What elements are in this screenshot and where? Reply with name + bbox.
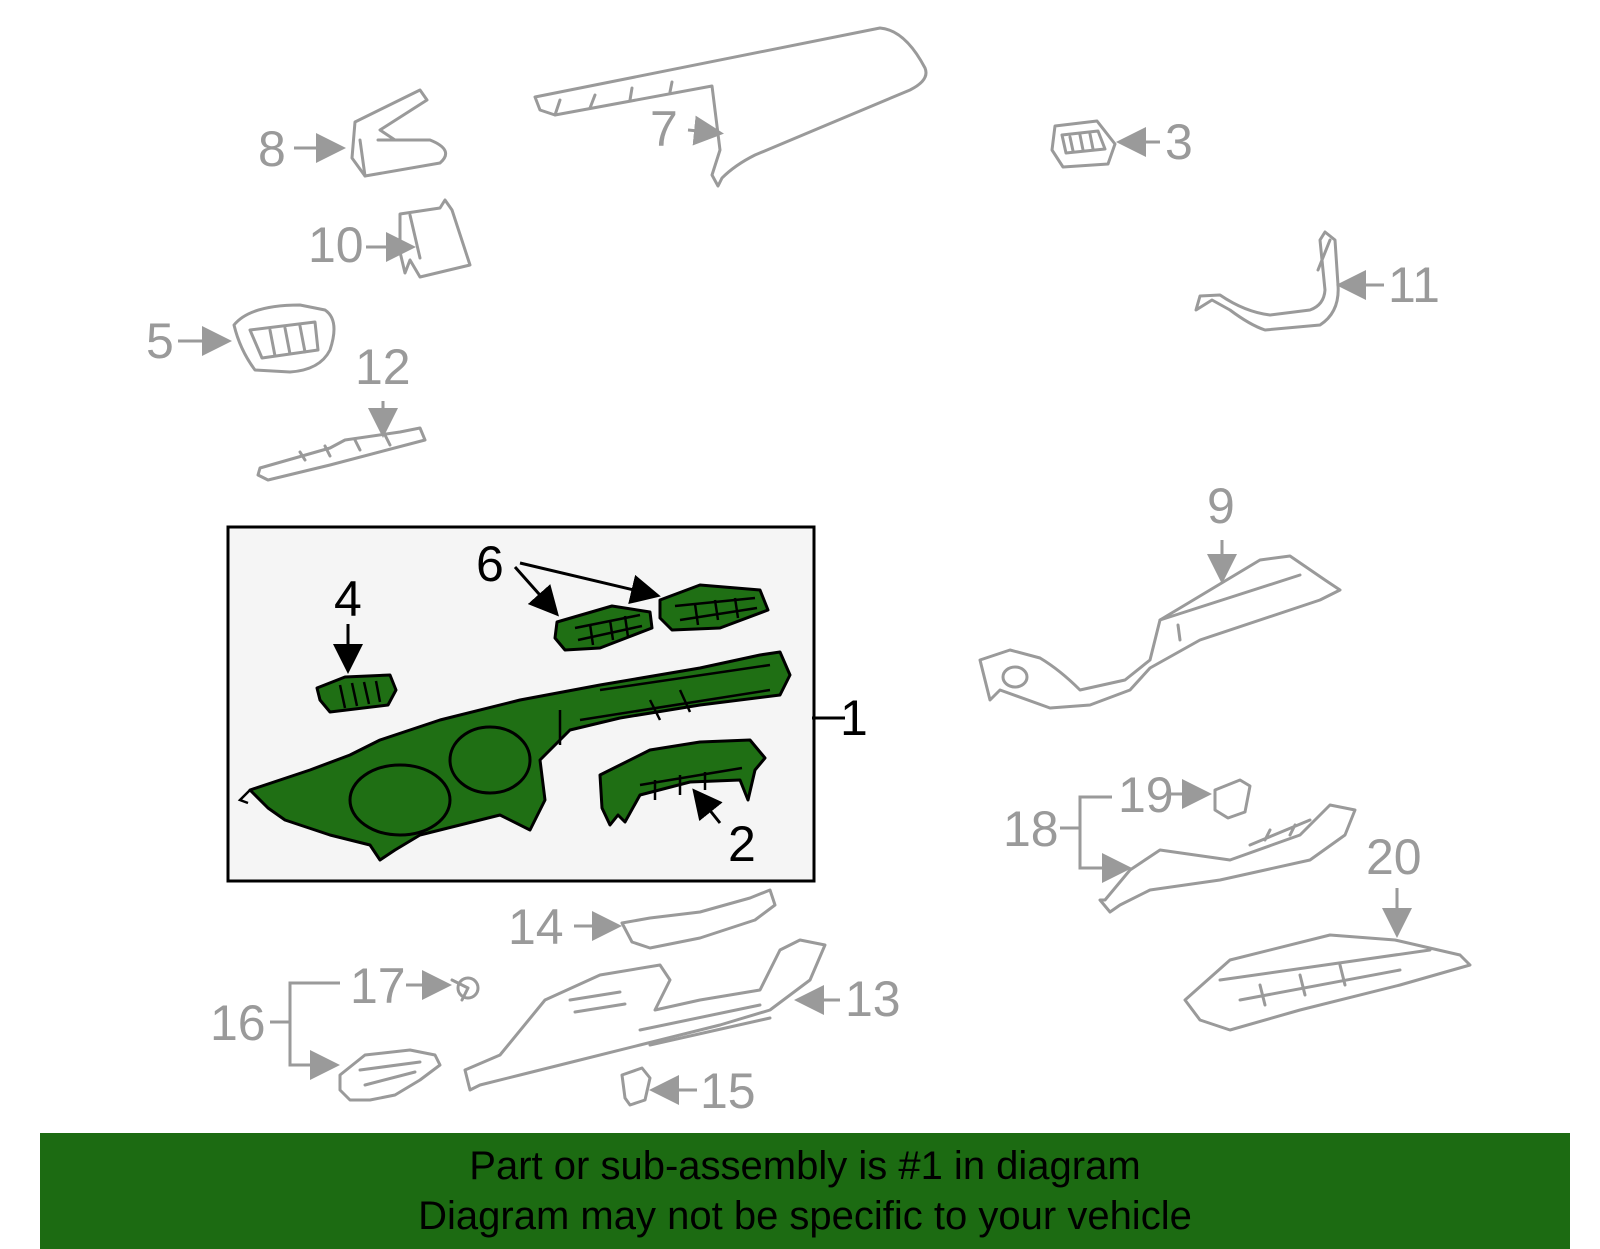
part-16-trim-bezel[interactable] xyxy=(338,1048,442,1102)
callout-19: 19 xyxy=(1118,767,1174,823)
callout-13: 13 xyxy=(845,971,901,1027)
part-9-panel-section[interactable] xyxy=(978,554,1342,710)
part-2-lower-panel[interactable] xyxy=(598,738,767,827)
part-12-strip[interactable] xyxy=(256,426,427,482)
callout-6: 6 xyxy=(476,536,504,592)
part-7-upper-dash-cover[interactable] xyxy=(533,26,928,188)
part-1-instrument-panel[interactable] xyxy=(237,650,792,862)
banner-line-1: Part or sub-assembly is #1 in diagram xyxy=(469,1144,1141,1188)
part-17-fastener[interactable] xyxy=(450,976,480,1002)
callout-15: 15 xyxy=(700,1063,756,1119)
callout-1: 1 xyxy=(840,690,868,746)
banner-line-2: Diagram may not be specific to your vehi… xyxy=(418,1194,1192,1238)
part-14-bracket[interactable] xyxy=(620,888,777,950)
callout-11: 11 xyxy=(1388,257,1440,313)
part-4-vent[interactable] xyxy=(315,673,398,714)
part-10-trim-panel[interactable] xyxy=(398,198,472,279)
callout-7: 7 xyxy=(650,101,678,157)
callout-3: 3 xyxy=(1165,114,1193,170)
callout-9: 9 xyxy=(1207,478,1235,534)
callout-18: 18 xyxy=(1003,801,1059,857)
part-20-glove-box[interactable] xyxy=(1183,933,1472,1032)
part-3-vent[interactable] xyxy=(1050,119,1117,169)
callout-8: 8 xyxy=(258,121,286,177)
callout-12: 12 xyxy=(355,339,411,395)
callout-14: 14 xyxy=(508,899,564,955)
callout-4: 4 xyxy=(334,571,362,627)
callout-10: 10 xyxy=(308,217,364,273)
part-15-clip[interactable] xyxy=(620,1066,652,1107)
part-11-bracket[interactable] xyxy=(1194,230,1340,332)
part-6-center-vents[interactable] xyxy=(553,583,770,652)
callout-16: 16 xyxy=(210,995,266,1051)
callout-17: 17 xyxy=(350,958,406,1014)
part-18-lower-trim[interactable] xyxy=(1098,803,1357,914)
part-19-clip[interactable] xyxy=(1213,778,1252,820)
part-13-knee-panel[interactable] xyxy=(463,938,827,1092)
callout-20: 20 xyxy=(1366,829,1422,885)
callout-2: 2 xyxy=(728,816,756,872)
part-5-side-vent[interactable] xyxy=(232,303,336,374)
disclaimer-banner: Part or sub-assembly is #1 in diagram Di… xyxy=(40,1133,1570,1249)
callout-5: 5 xyxy=(146,313,174,369)
part-8-trim-piece[interactable] xyxy=(350,88,448,178)
